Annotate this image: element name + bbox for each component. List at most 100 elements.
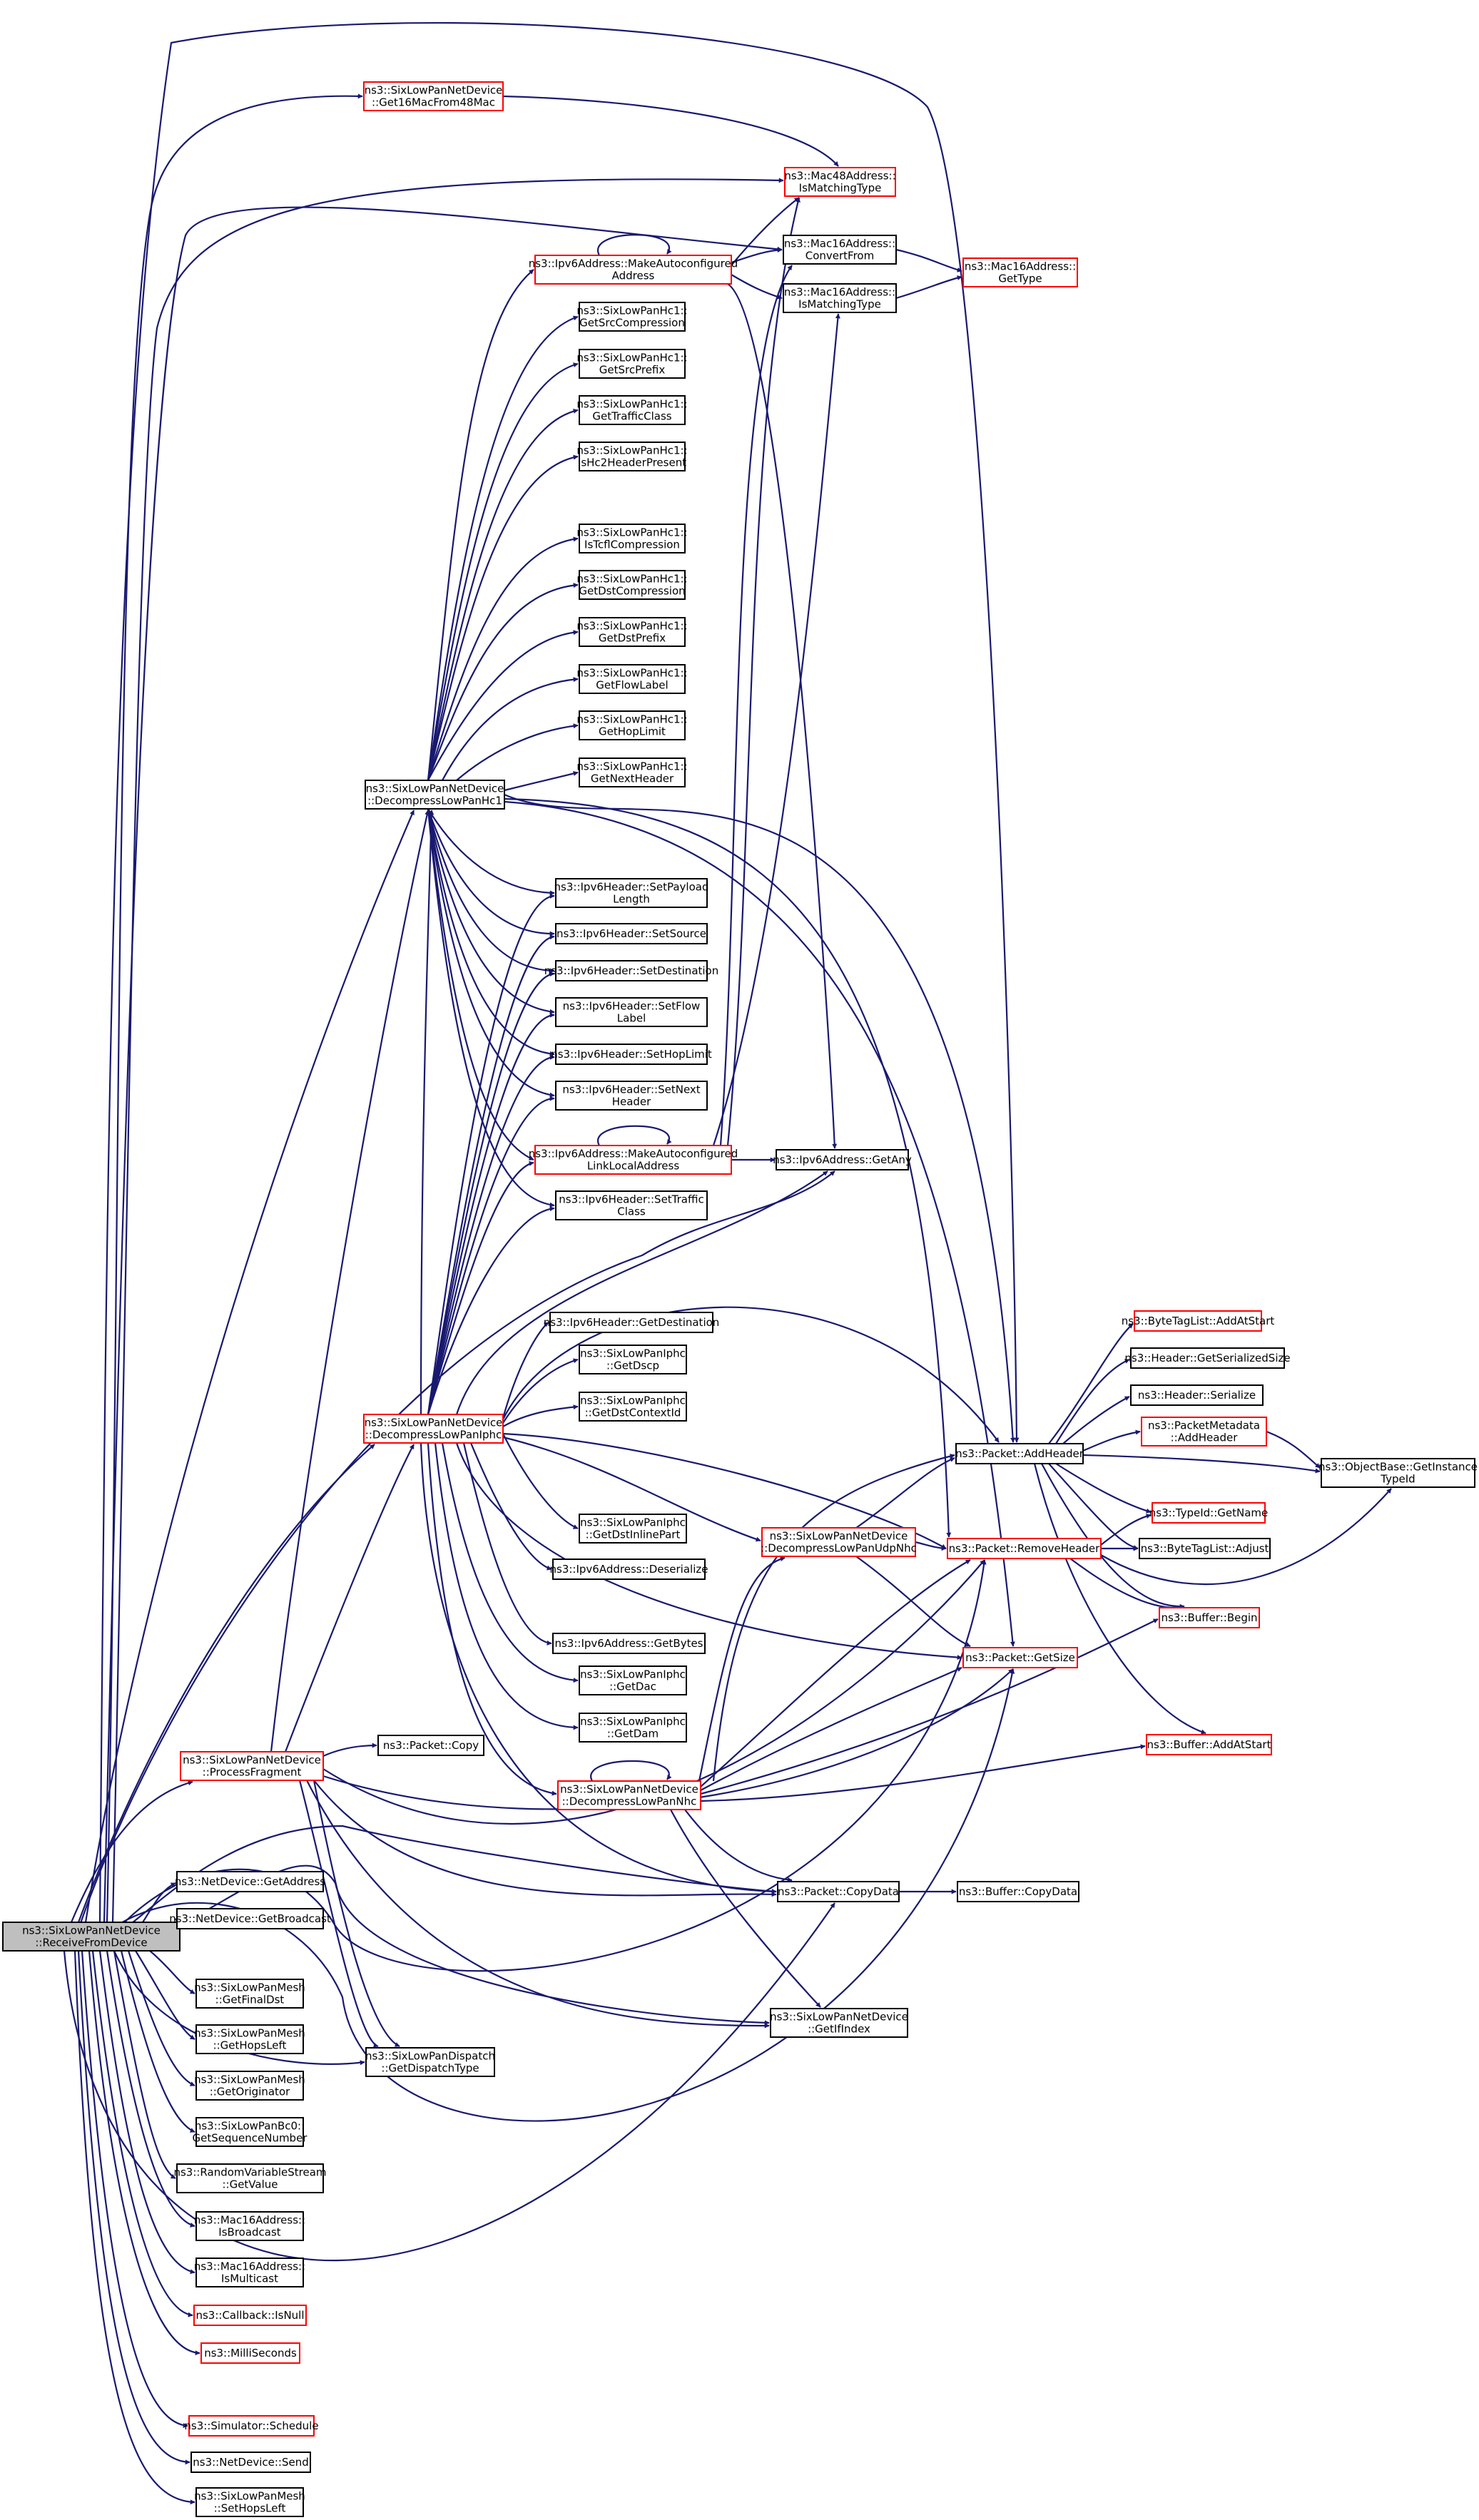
function-node[interactable]: ns3::PacketMetadata::AddHeader: [1141, 1417, 1267, 1447]
node-label-line: ns3::Packet::Copy: [383, 1739, 479, 1752]
node-box: [193, 2305, 307, 2326]
call-edge: [502, 1432, 947, 1549]
function-node[interactable]: ns3::SixLowPanNetDevice::DecompressLowPa…: [557, 1780, 701, 1810]
function-node[interactable]: ns3::ByteTagList::AddAtStart: [1122, 1310, 1275, 1332]
function-node[interactable]: ns3::Buffer::AddAtStart: [1146, 1734, 1272, 1755]
function-node[interactable]: ns3::SixLowPanHc1::IsHc2HeaderPresent: [576, 442, 688, 471]
function-node[interactable]: ns3::SixLowPanIphc::GetDstContextId: [579, 1392, 687, 1422]
call-edge: [427, 315, 579, 781]
function-node[interactable]: ns3::Callback::IsNull: [193, 2305, 307, 2326]
call-edge: [322, 1743, 377, 1758]
node-label-line: ::GetValue: [222, 2178, 278, 2191]
function-node[interactable]: ns3::SixLowPanMesh::GetHopsLeft: [194, 2024, 305, 2054]
function-node[interactable]: ns3::TypeId::GetName: [1149, 1502, 1268, 1524]
function-node[interactable]: ns3::Mac48Address::IsMatchingType: [784, 167, 896, 197]
node-label-line: ::GetHopsLeft: [213, 2039, 287, 2052]
function-node[interactable]: ns3::Buffer::Begin: [1159, 1607, 1260, 1628]
function-node[interactable]: ns3::SixLowPanNetDevice::ReceiveFromDevi…: [2, 1922, 181, 1952]
function-node[interactable]: ns3::Ipv6Header::SetHopLimit: [551, 1044, 712, 1065]
function-node[interactable]: ns3::SixLowPanNetDevice::ProcessFragment: [180, 1751, 324, 1781]
function-node[interactable]: ns3::Mac16Address::IsMatchingType: [783, 283, 897, 313]
call-edge: [427, 808, 555, 1208]
function-node[interactable]: ns3::RandomVariableStream::GetValue: [173, 2163, 327, 2193]
function-node[interactable]: ns3::SixLowPanIphc::GetDac: [579, 1665, 687, 1695]
function-node[interactable]: ns3::Ipv6Header::SetDestination: [544, 960, 719, 981]
node-label-line: ns3::Packet::CopyData: [778, 1885, 899, 1898]
call-edge: [85, 1668, 1015, 2122]
function-node[interactable]: ns3::SixLowPanHc1::IsTcflCompression: [576, 524, 688, 554]
function-node[interactable]: ns3::SixLowPanIphc::GetDscp: [579, 1345, 687, 1374]
function-node[interactable]: ns3::Mac16Address::GetType: [962, 257, 1078, 287]
function-node[interactable]: ns3::SixLowPanNetDevice::Get16MacFrom48M…: [363, 81, 504, 111]
call-edge: [427, 454, 579, 781]
function-node[interactable]: ns3::SixLowPanNetDevice::DecompressLowPa…: [365, 780, 505, 810]
function-node[interactable]: ns3::SixLowPanNetDevice::DecompressLowPa…: [363, 1414, 504, 1444]
function-node[interactable]: ns3::SixLowPanHc1::GetDstCompression: [576, 570, 688, 600]
call-edge: [322, 1668, 1014, 1810]
node-label-line: ::GetDac: [609, 1680, 656, 1693]
function-node[interactable]: ns3::SixLowPanMesh::SetHopsLeft: [194, 2487, 305, 2517]
function-node[interactable]: ns3::Ipv6Header::GetDestination: [544, 1312, 720, 1333]
function-node[interactable]: ns3::Packet::RemoveHeader: [947, 1538, 1102, 1559]
function-node[interactable]: ns3::Ipv6Address::GetBytes: [552, 1633, 706, 1654]
function-node[interactable]: ns3::NetDevice::GetBroadcast: [169, 1908, 331, 1929]
function-node[interactable]: ns3::Ipv6Address::MakeAutoconfiguredAddr…: [529, 255, 738, 285]
function-node[interactable]: ns3::Ipv6Header::SetSource: [555, 923, 708, 944]
function-node[interactable]: ns3::SixLowPanHc1::GetTrafficClass: [576, 395, 688, 425]
function-node[interactable]: ns3::Packet::CopyData: [777, 1881, 900, 1902]
function-node[interactable]: ns3::SixLowPanBc0::GetSequenceNumber: [193, 2117, 308, 2147]
function-node[interactable]: ns3::SixLowPanIphc::GetDam: [579, 1713, 687, 1743]
function-node[interactable]: ns3::SixLowPanHc1::GetSrcCompression: [576, 302, 688, 332]
function-node[interactable]: ns3::SixLowPanDispatch::GetDispatchType: [365, 2047, 495, 2077]
function-node[interactable]: ns3::Packet::AddHeader: [955, 1443, 1084, 1464]
node-label-line: ::GetDstContextId: [585, 1407, 681, 1419]
call-edge: [719, 265, 793, 1146]
function-node[interactable]: ns3::Packet::GetSize: [962, 1647, 1078, 1668]
call-edge: [596, 234, 672, 256]
function-node[interactable]: ns3::MilliSeconds: [200, 2342, 300, 2364]
function-node[interactable]: ns3::Mac16Address::IsMulticast: [194, 2258, 305, 2287]
call-edge: [1055, 1358, 1130, 1444]
function-node[interactable]: ns3::NetDevice::GetAddress: [175, 1871, 325, 1892]
function-node[interactable]: ns3::SixLowPanHc1::GetHopLimit: [576, 710, 688, 740]
function-node[interactable]: ns3::Packet::Copy: [377, 1735, 484, 1756]
function-node[interactable]: ns3::ByteTagList::Adjust: [1139, 1538, 1271, 1559]
function-node[interactable]: ns3::SixLowPanMesh::GetOriginator: [194, 2071, 305, 2101]
function-node[interactable]: ns3::Buffer::CopyData: [957, 1881, 1079, 1902]
function-node[interactable]: ns3::SixLowPanNetDevice::GetIfIndex: [770, 2008, 908, 2038]
node-label-line: Address: [612, 270, 655, 282]
function-node[interactable]: ns3::Header::Serialize: [1130, 1384, 1264, 1406]
call-edge: [502, 1306, 1000, 1443]
node-box: [1141, 1417, 1267, 1447]
node-label-line: ns3::NetDevice::GetAddress: [175, 1875, 325, 1888]
function-node[interactable]: ns3::Ipv6Address::MakeAutoconfiguredLink…: [529, 1145, 738, 1175]
function-node[interactable]: ns3::Header::GetSerializedSize: [1124, 1347, 1291, 1369]
function-node[interactable]: ns3::SixLowPanNetDevice::DecompressLowPa…: [761, 1527, 917, 1557]
call-edge: [427, 1012, 555, 1415]
function-node[interactable]: ns3::Simulator::Schedule: [184, 2415, 319, 2437]
node-box: [195, 2024, 304, 2054]
function-node[interactable]: ns3::Mac16Address::ConvertFrom: [783, 235, 897, 265]
function-node[interactable]: ns3::NetDevice::Send: [190, 2452, 311, 2473]
function-node[interactable]: ns3::Ipv6Address::GetAny: [773, 1149, 912, 1170]
function-node[interactable]: ns3::Mac16Address::IsBroadcast: [194, 2211, 305, 2241]
function-node[interactable]: ns3::SixLowPanIphc::GetDstInlinePart: [579, 1514, 687, 1544]
node-box: [761, 1527, 916, 1557]
function-node[interactable]: ns3::Ipv6Address::Deserialize: [550, 1559, 708, 1580]
function-node[interactable]: ns3::SixLowPanHc1::GetFlowLabel: [576, 664, 688, 694]
node-label-line: ns3::Header::Serialize: [1138, 1389, 1256, 1402]
function-node[interactable]: ns3::SixLowPanHc1::GetSrcPrefix: [576, 349, 688, 379]
node-label-line: ::DecompressLowPanIphc: [365, 1429, 502, 1442]
function-node[interactable]: ns3::SixLowPanMesh::GetFinalDst: [194, 1979, 305, 2009]
function-node[interactable]: ns3::SixLowPanHc1::GetDstPrefix: [576, 617, 688, 647]
node-label-line: ns3::SixLowPanIphc: [580, 1347, 686, 1360]
call-edge: [455, 1170, 828, 1415]
node-box: [195, 2487, 304, 2517]
function-node[interactable]: ns3::SixLowPanHc1::GetNextHeader: [576, 757, 688, 787]
node-label-line: ns3::RandomVariableStream: [173, 2166, 326, 2179]
